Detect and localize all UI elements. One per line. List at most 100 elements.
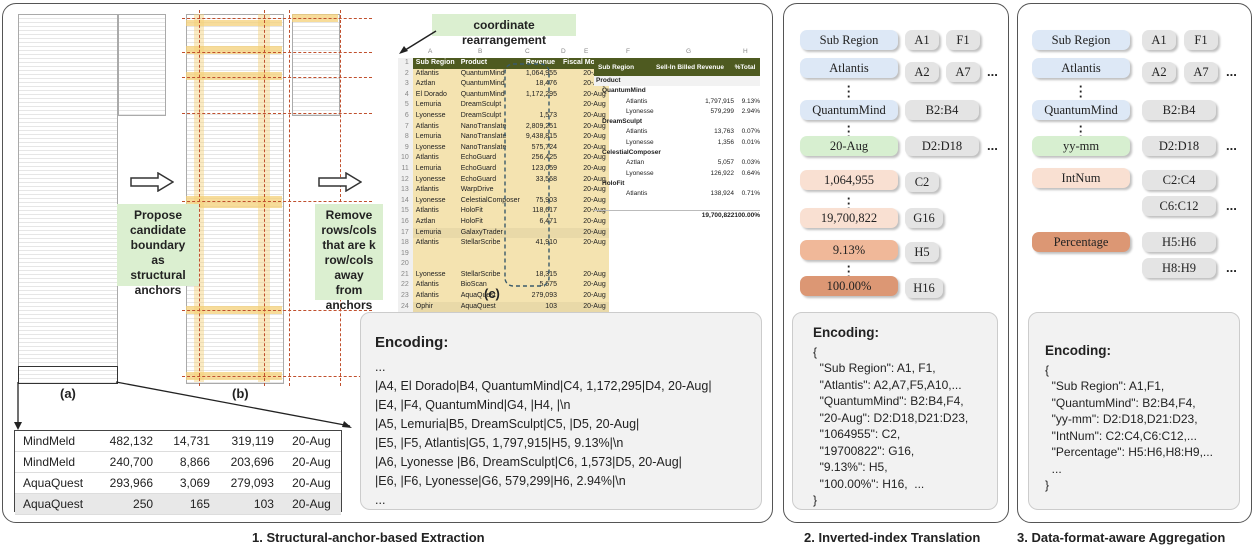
pivot-label: Atlantis	[626, 97, 648, 105]
sheet-cell: 20-Aug	[559, 238, 609, 249]
anchor-highlight-row	[186, 196, 282, 208]
sheet-cell: 20-Aug	[559, 216, 609, 228]
pivot-value: 138,924	[710, 190, 735, 198]
pill-yy-mm: yy-mm	[1032, 136, 1130, 156]
pill-c6-c12: C6:C12	[1142, 196, 1216, 216]
pill-g16: G16	[905, 208, 943, 228]
vertical-ellipsis-icon: ···	[846, 79, 852, 104]
sheet-cell: 20-Aug	[559, 89, 609, 101]
pivot-value: 1,797,915	[705, 97, 734, 105]
pivot-row	[594, 200, 760, 210]
encoding-title: Encoding:	[375, 334, 449, 351]
header-cell: Product	[457, 58, 523, 69]
sheet-cell: Atlantis	[412, 153, 458, 164]
zoom-cell: 103	[217, 493, 282, 515]
pivot-value: 1,356	[717, 138, 734, 146]
sheet-cell: 103	[522, 301, 560, 313]
compressed-sheet-table: 1 Sub Region Product Revenue Fiscal Mont…	[398, 58, 609, 313]
pill-h8-h9: H8:H9	[1142, 258, 1216, 278]
sheet-cell	[457, 248, 523, 260]
sheet-cell: Atlantis	[412, 206, 458, 217]
sheet-cell: 6,471	[522, 216, 560, 228]
row-number: 20	[398, 259, 413, 270]
sheet-cell: Atlantis	[412, 121, 458, 133]
anchor-highlight-row	[186, 20, 282, 26]
header-cell: Sub Region	[412, 58, 458, 69]
sheet-cell: 20-Aug	[559, 132, 609, 143]
encoding-title: Encoding:	[1045, 343, 1111, 358]
caption-inverted-index: 2. Inverted-index Translation	[804, 530, 981, 545]
sheet-cell: DreamSculpt	[457, 110, 523, 122]
row-number: 15	[398, 206, 413, 217]
anchor-boundary-line	[182, 113, 372, 114]
pivot-percent: 2.94%	[741, 107, 760, 115]
sheet-cell: 20-Aug	[559, 100, 609, 111]
encoding-line: }	[1045, 478, 1050, 492]
sheet-cell: 20-Aug	[559, 121, 609, 133]
encoding-line: "Atlantis": A2,A7,F5,A10,...	[813, 377, 962, 392]
encoding-line: "100.00%": H16, ...	[813, 476, 925, 491]
ellipsis: ...	[1226, 138, 1237, 153]
row-number: 11	[398, 163, 413, 175]
pill-quantummind: QuantumMind	[800, 100, 898, 120]
pivot-value	[688, 117, 736, 127]
label-b: (b)	[232, 386, 249, 401]
header-cell: Fiscal Month	[559, 58, 609, 69]
vertical-ellipsis-icon: ···	[1078, 79, 1084, 104]
pill-b2-b4: B2:B4	[905, 100, 979, 120]
encoding-line: "Percentage": H5:H6,H8:H9,...	[1045, 445, 1213, 459]
encoding-title: Encoding:	[813, 325, 879, 340]
row-number: 21	[398, 269, 413, 281]
sheet-cell: Lyonesse	[412, 195, 458, 207]
sheet-cell: 20-Aug	[559, 280, 609, 292]
row-number: 4	[398, 89, 413, 101]
pivot-row: HoloFit	[594, 179, 760, 189]
sheet-cell: Lemuria	[412, 227, 458, 239]
sheet-cell	[457, 259, 523, 270]
row-number: 14	[398, 195, 413, 207]
pill-19700822: 19,700,822	[800, 208, 898, 228]
label-a: (a)	[60, 386, 76, 401]
sheet-cell: Ophir	[412, 301, 458, 313]
sheet-cell: AquaQuest	[457, 301, 523, 313]
note-remove-rows-cols: Remove rows/cols that are k row/cols awa…	[315, 204, 383, 312]
row-number: 12	[398, 174, 413, 186]
sheet-cell: Aztlan	[412, 79, 458, 90]
pivot-label: Aztlan	[626, 159, 645, 167]
sheet-cell	[559, 259, 609, 270]
sheet-cell: 279,093	[522, 291, 560, 302]
pivot-value	[685, 76, 734, 86]
row-number: 19	[398, 248, 413, 260]
row-number: 24	[398, 301, 413, 313]
encoding-box-format-aggregation: Encoding: { "Sub Region": A1,F1, "Quantu…	[1028, 312, 1240, 510]
pill-a1: A1	[1142, 30, 1176, 50]
pivot-header-cell: %Total	[734, 63, 756, 71]
row-number: 2	[398, 68, 413, 80]
row-number: 13	[398, 185, 413, 196]
pivot-label: Lyonesse	[626, 107, 654, 115]
pill-a1: A1	[905, 30, 939, 50]
pivot-label: Atlantis	[626, 190, 648, 198]
sheet-cell: 20-Aug	[559, 153, 609, 164]
sheet-cell: DreamSculpt	[457, 100, 523, 111]
note-coordinate-rearrangement: coordinate rearrangement	[432, 14, 576, 47]
pivot-label: Atlantis	[626, 128, 648, 136]
sheet-cell: Lemuria	[412, 100, 458, 111]
sheet-cell: Atlantis	[412, 291, 458, 302]
anchor-boundary-line	[182, 77, 372, 78]
sheet-cell	[522, 227, 560, 239]
row-number: 9	[398, 142, 413, 154]
